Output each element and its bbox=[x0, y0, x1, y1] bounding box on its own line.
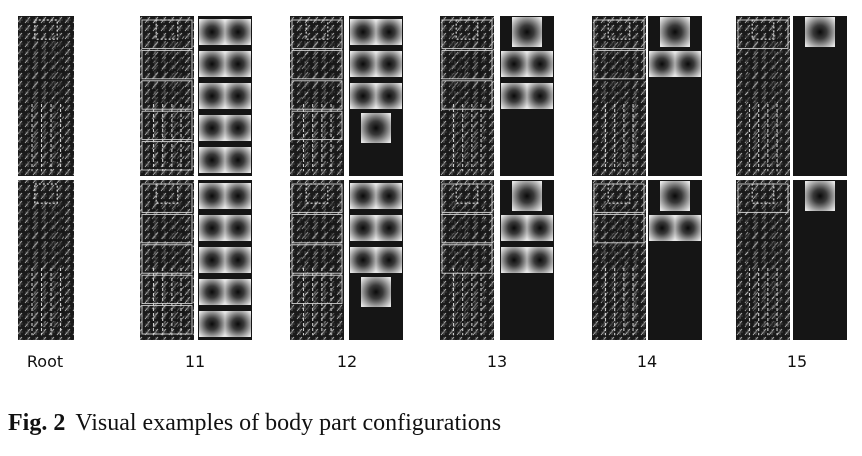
part-cell bbox=[225, 19, 251, 45]
part-cell bbox=[199, 215, 225, 241]
part-cell bbox=[376, 19, 402, 45]
template-12-1 bbox=[290, 16, 344, 176]
template-15-2 bbox=[736, 180, 790, 340]
part-cell bbox=[649, 215, 675, 241]
figure-number: Fig. 2 bbox=[8, 410, 66, 436]
part-cell bbox=[527, 51, 553, 77]
caption-text: Visual examples of body part configurati… bbox=[75, 410, 502, 436]
part-cell bbox=[350, 247, 376, 273]
part-cell bbox=[376, 83, 402, 109]
part-cell bbox=[225, 83, 251, 109]
part-cell bbox=[376, 183, 402, 209]
part-cell bbox=[225, 279, 251, 305]
deformation-13-2 bbox=[500, 180, 554, 340]
part-cell bbox=[199, 311, 225, 337]
part-cell bbox=[350, 51, 376, 77]
part-cell bbox=[501, 215, 527, 241]
part-cell bbox=[225, 247, 251, 273]
label-11: 11 bbox=[184, 352, 206, 371]
part-cell bbox=[527, 215, 553, 241]
part-cell bbox=[225, 115, 251, 141]
part-cell bbox=[660, 181, 690, 211]
part-cell bbox=[199, 19, 225, 45]
figure-caption: Fig. 2 Visual examples of body part confi… bbox=[8, 410, 501, 437]
label-root: Root bbox=[26, 352, 64, 371]
part-cell bbox=[649, 51, 675, 77]
part-cell bbox=[199, 279, 225, 305]
part-cell bbox=[675, 51, 701, 77]
part-cell bbox=[350, 215, 376, 241]
root-template-2 bbox=[18, 180, 74, 340]
part-cell bbox=[199, 247, 225, 273]
part-cell bbox=[675, 215, 701, 241]
template-12-2 bbox=[290, 180, 344, 340]
part-cell bbox=[361, 277, 391, 307]
part-cell bbox=[501, 247, 527, 273]
template-14-2 bbox=[592, 180, 646, 340]
part-cell bbox=[527, 247, 553, 273]
part-cell bbox=[350, 183, 376, 209]
root-template-1 bbox=[18, 16, 74, 176]
part-cell bbox=[350, 83, 376, 109]
deformation-11-1 bbox=[198, 16, 252, 176]
part-cell bbox=[225, 311, 251, 337]
part-cell bbox=[501, 51, 527, 77]
part-cell bbox=[199, 51, 225, 77]
part-cell bbox=[225, 147, 251, 173]
part-cell bbox=[225, 183, 251, 209]
part-cell bbox=[199, 183, 225, 209]
part-cell bbox=[501, 83, 527, 109]
label-13: 13 bbox=[486, 352, 508, 371]
part-cell bbox=[376, 247, 402, 273]
template-11-1 bbox=[140, 16, 194, 176]
deformation-15-2 bbox=[793, 180, 847, 340]
deformation-14-2 bbox=[648, 180, 702, 340]
part-cell bbox=[512, 181, 542, 211]
label-12: 12 bbox=[336, 352, 358, 371]
deformation-11-2 bbox=[198, 180, 252, 340]
part-cell bbox=[376, 51, 402, 77]
deformation-12-1 bbox=[349, 16, 403, 176]
part-cell bbox=[527, 83, 553, 109]
template-15-1 bbox=[736, 16, 790, 176]
part-cell bbox=[660, 17, 690, 47]
deformation-15-1 bbox=[793, 16, 847, 176]
part-cell bbox=[225, 51, 251, 77]
template-13-2 bbox=[440, 180, 494, 340]
deformation-13-1 bbox=[500, 16, 554, 176]
label-15: 15 bbox=[786, 352, 808, 371]
label-14: 14 bbox=[636, 352, 658, 371]
part-cell bbox=[225, 215, 251, 241]
part-cell bbox=[199, 147, 225, 173]
deformation-12-2 bbox=[349, 180, 403, 340]
template-14-1 bbox=[592, 16, 646, 176]
part-cell bbox=[512, 17, 542, 47]
part-cell bbox=[361, 113, 391, 143]
deformation-14-1 bbox=[648, 16, 702, 176]
part-cell bbox=[199, 83, 225, 109]
part-cell bbox=[805, 17, 835, 47]
part-cell bbox=[350, 19, 376, 45]
part-cell bbox=[805, 181, 835, 211]
part-cell bbox=[376, 215, 402, 241]
template-11-2 bbox=[140, 180, 194, 340]
part-cell bbox=[199, 115, 225, 141]
template-13-1 bbox=[440, 16, 494, 176]
